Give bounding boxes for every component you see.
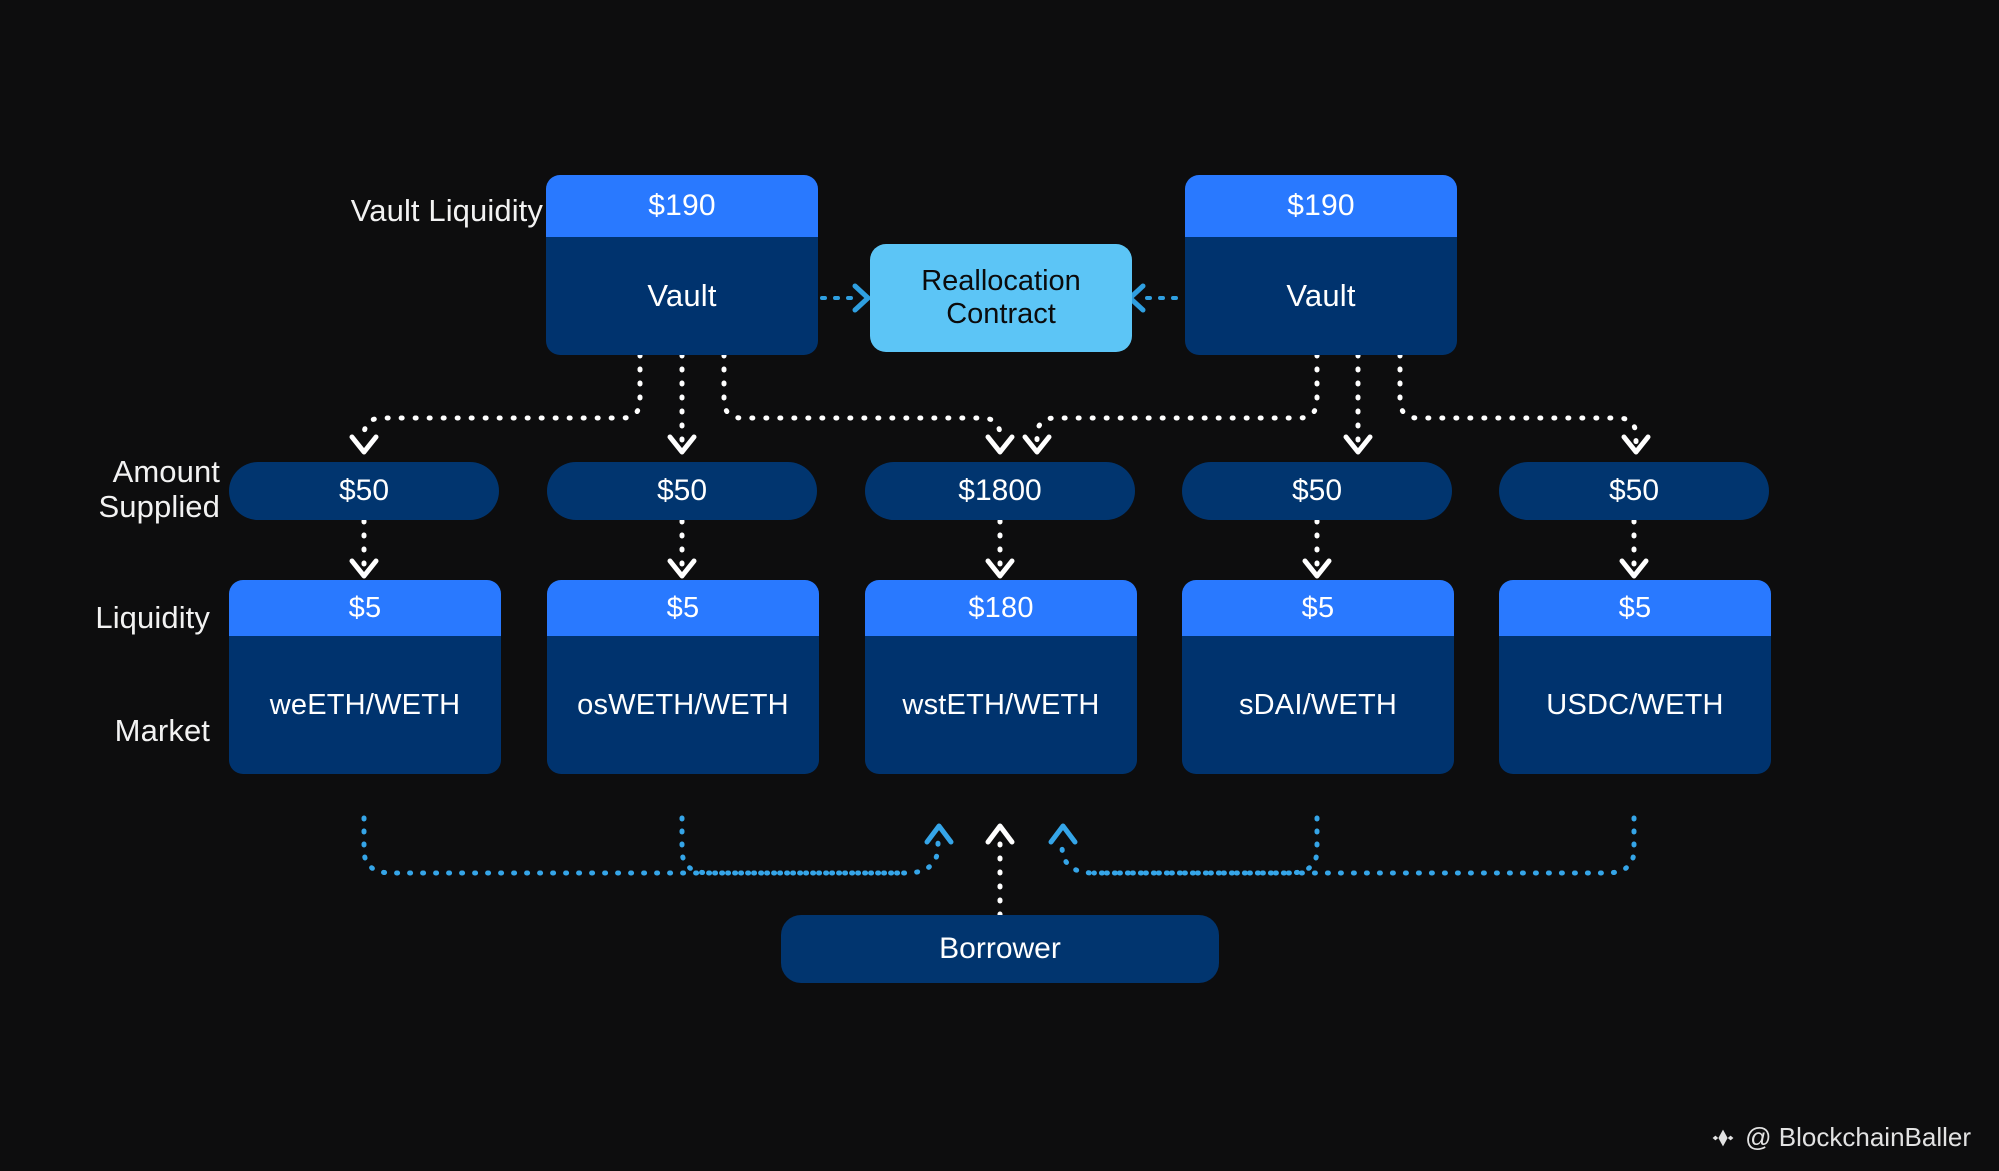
wire-supplied-to-markets (361, 518, 1637, 570)
market-name: sDAI/WETH (1182, 636, 1454, 774)
arrowhead-right-markets-to-wsteth (1048, 823, 1078, 845)
amount-supplied-pill[interactable]: $50 (1182, 462, 1452, 520)
arrowhead-left-markets-to-wsteth (924, 823, 954, 845)
market-liquidity-value: $5 (1182, 580, 1454, 636)
arrowhead-borrower-to-wsteth (985, 823, 1015, 845)
amount-supplied-pill[interactable]: $1800 (865, 462, 1135, 520)
market-liquidity-value: $5 (547, 580, 819, 636)
watermark: @ BlockchainBaller (1710, 1122, 1971, 1153)
vault-liquidity-value: $190 (1185, 175, 1457, 237)
market-card-weeth[interactable]: $5 weETH/WETH (229, 580, 501, 774)
market-card-wsteth[interactable]: $180 wstETH/WETH (865, 580, 1137, 774)
borrower-node[interactable]: Borrower (781, 915, 1219, 983)
arrowheads-vault-left (349, 434, 1015, 455)
wire-left-markets-to-wsteth (361, 815, 941, 876)
wire-right-markets-to-wsteth (1059, 815, 1637, 876)
amount-supplied-pill[interactable]: $50 (229, 462, 499, 520)
vault-card-right[interactable]: $190 Vault (1185, 175, 1457, 355)
market-name: USDC/WETH (1499, 636, 1771, 774)
arrowheads-vault-right (1022, 434, 1651, 455)
market-card-usdc[interactable]: $5 USDC/WETH (1499, 580, 1771, 774)
amount-supplied-pill[interactable]: $50 (547, 462, 817, 520)
row-label-market: Market (114, 713, 210, 748)
reallocation-contract-node[interactable]: Reallocation Contract (870, 244, 1132, 352)
row-label-liquidity: Liquidity (95, 600, 210, 635)
market-liquidity-value: $5 (229, 580, 501, 636)
vault-card-left[interactable]: $190 Vault (546, 175, 818, 355)
watermark-handle: @ BlockchainBaller (1745, 1122, 1971, 1152)
arrow-vault-left-to-contract (820, 283, 871, 313)
market-liquidity-value: $180 (865, 580, 1137, 636)
wire-vault-left-to-markets (361, 352, 1003, 445)
arrow-vault-right-to-contract (1127, 283, 1178, 313)
market-name: wstETH/WETH (865, 636, 1137, 774)
vault-label: Vault (546, 237, 818, 355)
amount-supplied-pill[interactable]: $50 (1499, 462, 1769, 520)
market-name: osWETH/WETH (547, 636, 819, 774)
vault-liquidity-value: $190 (546, 175, 818, 237)
row-label-amount-supplied: Amount Supplied (98, 454, 220, 524)
market-name: weETH/WETH (229, 636, 501, 774)
vault-label: Vault (1185, 237, 1457, 355)
diamond-sparkle-icon (1710, 1125, 1736, 1151)
market-liquidity-value: $5 (1499, 580, 1771, 636)
market-card-sdai[interactable]: $5 sDAI/WETH (1182, 580, 1454, 774)
arrowheads-supplied (349, 558, 1649, 579)
wire-vault-right-to-markets (1034, 352, 1639, 445)
row-label-vault-liquidity: Vault Liquidity (350, 193, 543, 228)
market-card-osweth[interactable]: $5 osWETH/WETH (547, 580, 819, 774)
